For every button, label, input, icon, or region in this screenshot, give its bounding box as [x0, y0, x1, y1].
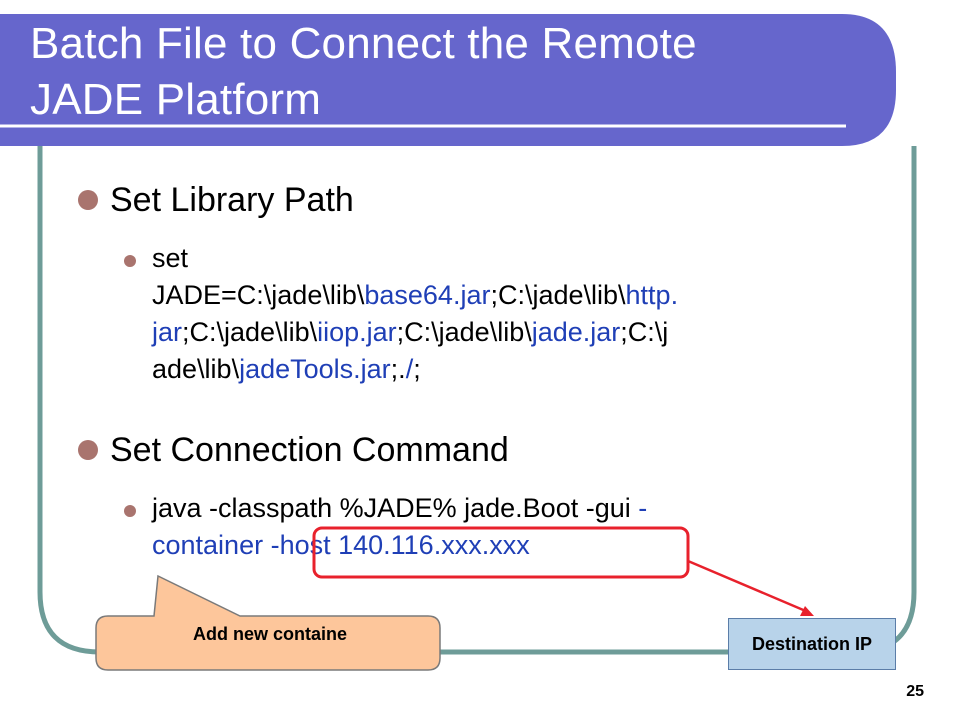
bullet-connection-label: Set Connection Command	[110, 431, 509, 469]
bullet-dot-icon	[78, 440, 98, 460]
library-line-3-end: ;C:\j	[620, 317, 669, 347]
library-line-2-blue-2: http.	[625, 280, 679, 310]
library-line-4-mid: ;.	[390, 354, 406, 384]
callout-text: Add new containe	[192, 624, 347, 644]
sub-bullet-dot-icon	[124, 505, 136, 517]
slide-title: Batch File to Connect the Remote JADE Pl…	[30, 16, 890, 128]
library-line-1: set	[152, 243, 189, 273]
callout-bubble	[95, 574, 441, 671]
connection-line-1: java -classpath %JADE% jade.Boot -gui -	[152, 490, 852, 527]
library-line-4-end: ;	[413, 354, 421, 384]
bullet-dot-icon	[78, 190, 98, 210]
library-line-3-mid-1: ;C:\jade\lib\	[182, 317, 318, 347]
library-command-text: set JADE=C:\jade\lib\base64.jar;C:\jade\…	[152, 240, 852, 388]
content-frame-border	[37, 146, 917, 655]
bullet-library-label: Set Library Path	[110, 181, 354, 219]
title-line-1: Batch File to Connect the Remote	[30, 19, 697, 68]
library-line-4-blue-1: jadeTools.jar	[239, 354, 391, 384]
page-number: 25	[906, 683, 924, 700]
connection-line-2: container -host 140.116.xxx.xxx	[152, 530, 530, 560]
destination-ip-label: Destination IP	[751, 633, 872, 654]
sub-bullet-dot-icon	[124, 255, 136, 267]
library-line-2-mid: ;C:\jade\lib\	[490, 280, 626, 310]
destination-arrow	[687, 559, 809, 614]
connection-command-text: java -classpath %JADE% jade.Boot -gui - …	[152, 490, 852, 564]
library-line-3-blue-3: jade.jar	[531, 317, 621, 347]
connection-line-1-prefix: java -classpath %JADE% jade.Boot -gui	[152, 493, 639, 523]
destination-arrow-head	[800, 606, 814, 616]
bullet-library-path: Set Library Path	[78, 180, 354, 220]
library-line-4-blue-2: /	[405, 354, 414, 384]
library-line-2-prefix: JADE=C:\jade\lib\	[152, 280, 365, 310]
library-line-3: jar;C:\jade\lib\iiop.jar;C:\jade\lib\jad…	[152, 314, 852, 351]
library-line-3-blue-1: jar	[152, 317, 183, 347]
library-line-4-prefix: ade\lib\	[152, 354, 240, 384]
library-line-3-mid-2: ;C:\jade\lib\	[396, 317, 532, 347]
library-line-4: ade\lib\jadeTools.jar;./;	[152, 351, 852, 388]
destination-ip-box: Destination IP	[728, 618, 896, 670]
title-bar	[0, 14, 896, 146]
host-highlight-box	[312, 526, 690, 579]
title-line-2: JADE Platform	[30, 75, 322, 124]
connection-line-1-blue: -	[638, 493, 648, 523]
library-line-2-blue-1: base64.jar	[364, 280, 491, 310]
bullet-connection-command: Set Connection Command	[78, 430, 509, 470]
library-line-3-blue-2: iiop.jar	[317, 317, 397, 347]
library-line-2: JADE=C:\jade\lib\base64.jar;C:\jade\lib\…	[152, 277, 852, 314]
